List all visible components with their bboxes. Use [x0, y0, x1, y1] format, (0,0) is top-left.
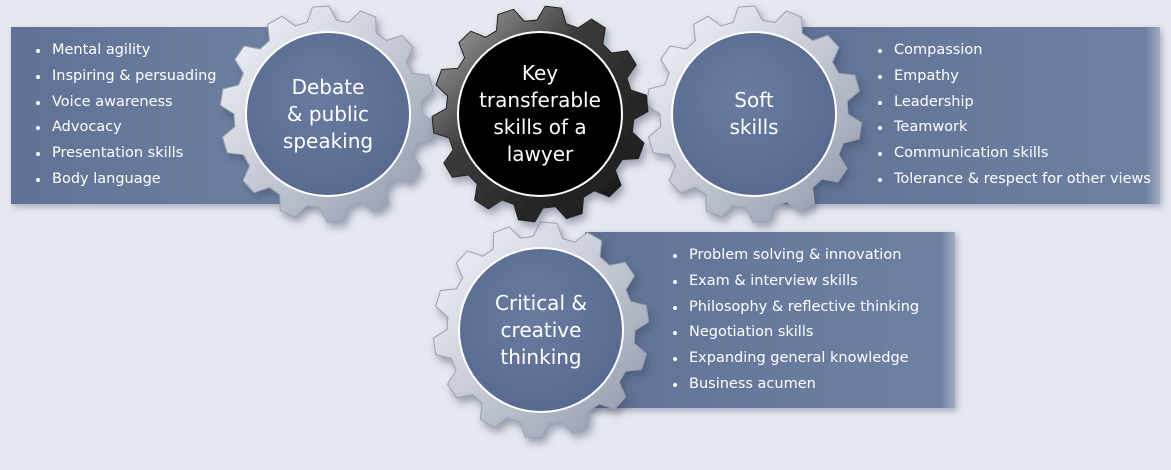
list-item: Empathy [892, 64, 1151, 90]
soft-skills-list: Compassion Empathy Leadership Teamwork C… [874, 38, 1151, 193]
list-item: Negotiation skills [687, 320, 919, 346]
list-item: Tolerance & respect for other views [892, 167, 1151, 193]
list-item: Mental agility [50, 38, 217, 64]
list-item: Leadership [892, 90, 1151, 116]
gear-debate [219, 5, 437, 223]
list-item: Body language [50, 167, 217, 193]
gear-soft [645, 5, 863, 223]
list-item: Business acumen [687, 372, 919, 398]
critical-skills-panel [585, 232, 955, 408]
gear-label-critical: Critical & creative thinking [495, 290, 587, 369]
gear-label-debate: Debate & public speaking [282, 74, 374, 153]
list-item: Advocacy [50, 115, 217, 141]
debate-skills-list: Mental agility Inspiring & persuading Vo… [32, 38, 217, 193]
gear-label-soft: Soft skills [729, 88, 779, 139]
list-item: Compassion [892, 38, 1151, 64]
list-item: Inspiring & persuading [50, 64, 217, 90]
list-item: Communication skills [892, 141, 1151, 167]
list-item: Teamwork [892, 115, 1151, 141]
list-item: Expanding general knowledge [687, 346, 919, 372]
critical-skills-list: Problem solving & innovation Exam & inte… [669, 243, 919, 398]
list-item: Voice awareness [50, 90, 217, 116]
list-item: Philosophy & reflective thinking [687, 295, 919, 321]
gear-label-center: Key transferable skills of a lawyer [479, 61, 601, 166]
list-item: Problem solving & innovation [687, 243, 919, 269]
list-item: Presentation skills [50, 141, 217, 167]
list-item: Exam & interview skills [687, 269, 919, 295]
gear-critical [432, 221, 650, 439]
gear-center [431, 5, 649, 223]
